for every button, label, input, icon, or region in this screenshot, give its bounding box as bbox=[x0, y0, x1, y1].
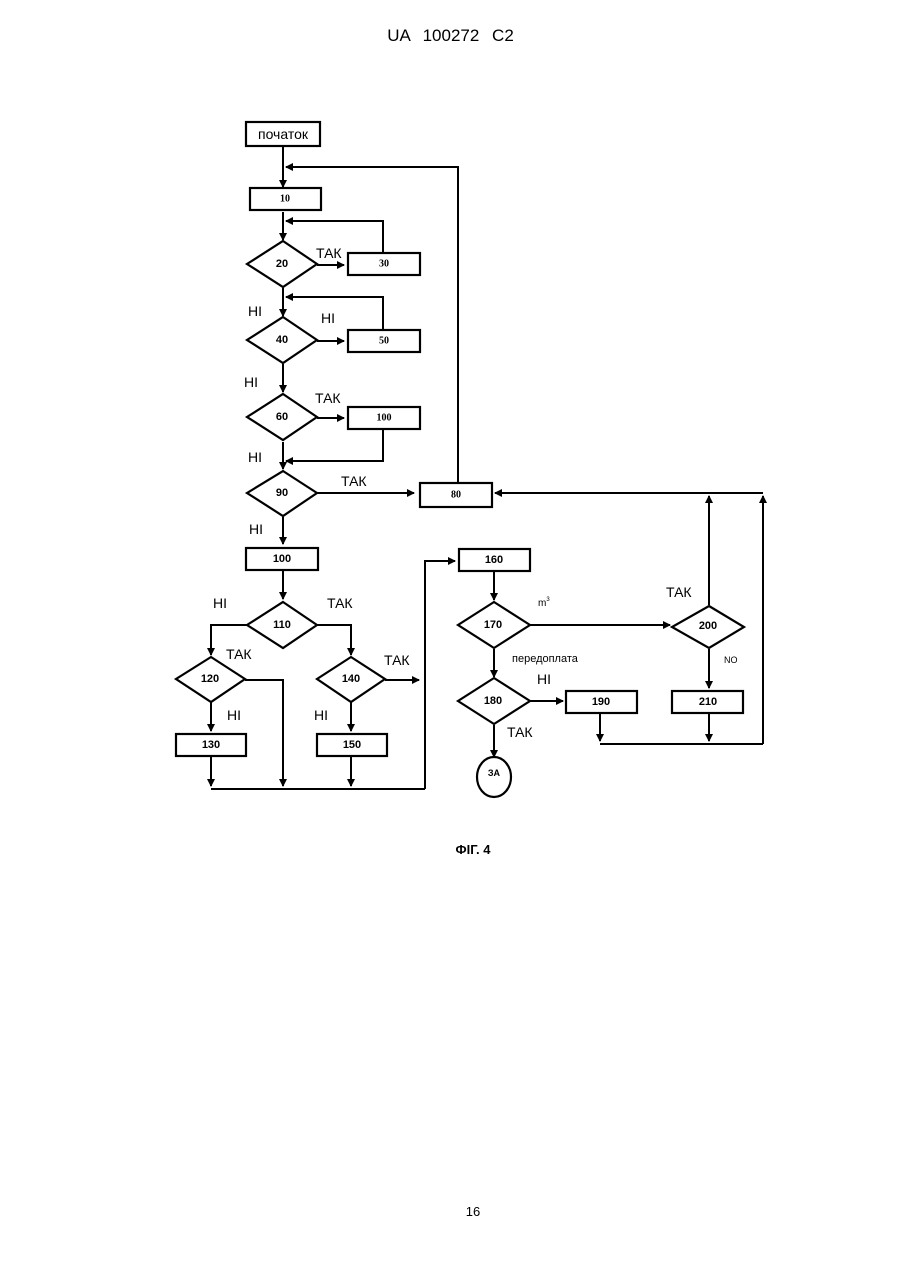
yes-label-20: ТАК bbox=[316, 245, 342, 261]
no-label-120: НІ bbox=[227, 707, 241, 723]
page-number: 16 bbox=[0, 1204, 901, 1219]
yes-label-120: ТАК bbox=[226, 646, 252, 662]
label-80: 80 bbox=[451, 490, 461, 501]
no-label-20: НІ bbox=[248, 303, 262, 319]
no-label-140: НІ bbox=[314, 707, 328, 723]
label-50: 50 bbox=[379, 336, 389, 347]
yes-label-180: ТАК bbox=[507, 724, 533, 740]
figure-caption: ФІГ. 4 bbox=[0, 842, 901, 857]
label-190: 190 bbox=[592, 696, 610, 708]
yes-label-110: ТАК bbox=[327, 595, 353, 611]
no-label-60: НІ bbox=[248, 449, 262, 465]
label-10: 10 bbox=[280, 194, 290, 205]
label-100: 100 bbox=[273, 553, 291, 565]
m3-label: m3 bbox=[538, 597, 550, 609]
no-label-40: НІ bbox=[244, 374, 258, 390]
label-100a: 100 bbox=[377, 413, 392, 424]
no-label-40-right: НІ bbox=[321, 310, 335, 326]
label-140: 140 bbox=[342, 673, 360, 685]
end-label: ЗА bbox=[488, 768, 501, 778]
label-120: 120 bbox=[201, 673, 219, 685]
label-60: 60 bbox=[276, 411, 288, 423]
label-170: 170 bbox=[484, 619, 502, 631]
no-label-200: NO bbox=[724, 655, 738, 665]
label-30: 30 bbox=[379, 259, 389, 270]
no-label-110: НІ bbox=[213, 595, 227, 611]
label-20: 20 bbox=[276, 258, 288, 270]
label-160: 160 bbox=[485, 554, 503, 566]
no-label-180: НІ bbox=[537, 671, 551, 687]
label-110: 110 bbox=[273, 619, 291, 631]
yes-label-200: ТАК bbox=[666, 584, 692, 600]
label-200: 200 bbox=[699, 620, 717, 632]
start-label: початок bbox=[258, 126, 309, 142]
label-130: 130 bbox=[202, 739, 220, 751]
label-180: 180 bbox=[484, 695, 502, 707]
yes-label-140: ТАК bbox=[384, 652, 410, 668]
no-label-90: НІ bbox=[249, 521, 263, 537]
label-90: 90 bbox=[276, 487, 288, 499]
yes-label-60: ТАК bbox=[315, 390, 341, 406]
yes-label-90: ТАК bbox=[341, 473, 367, 489]
label-40: 40 bbox=[276, 334, 288, 346]
label-210: 210 bbox=[699, 696, 717, 708]
prepayment-label: передоплата bbox=[512, 653, 579, 665]
label-150: 150 bbox=[343, 739, 361, 751]
